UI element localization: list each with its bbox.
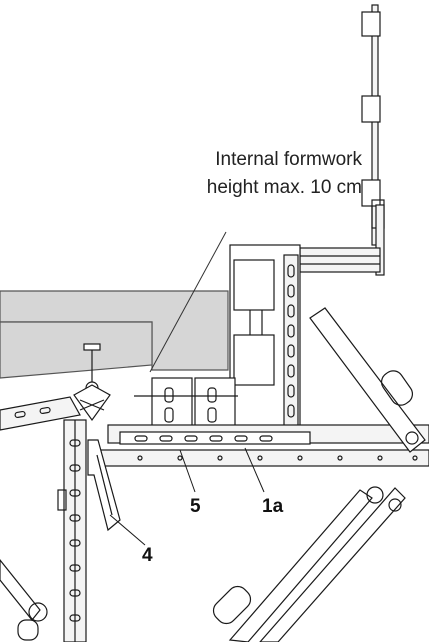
corner-bracket [87, 439, 121, 532]
annotation-leader [149, 231, 227, 373]
note-line-1: Internal formwork [215, 149, 362, 170]
internal-formwork-panels [134, 377, 238, 431]
diagonal-brace-lower [212, 486, 406, 642]
corner-clamp [73, 343, 111, 422]
vertical-waler [229, 244, 301, 441]
callout-5-leader [179, 449, 196, 493]
left-waler [0, 396, 81, 431]
callout-4: 4 [142, 545, 153, 566]
left-post [57, 419, 87, 642]
callout-1a: 1a [262, 496, 284, 517]
diagonal-brace-left [0, 559, 48, 641]
formwork-height-note: Internal formwork height max. 10 cm [150, 146, 362, 202]
horizontal-waler [99, 424, 429, 467]
callout-5: 5 [190, 496, 201, 517]
concrete-slab [0, 290, 229, 371]
upper-bracket [299, 4, 385, 276]
callout-1a-leader [244, 447, 265, 493]
note-line-2: height max. 10 cm [206, 177, 362, 198]
diagonal-brace-upper [309, 307, 426, 453]
callout-4-leader [109, 514, 146, 546]
concrete-slab-lower [0, 321, 153, 379]
